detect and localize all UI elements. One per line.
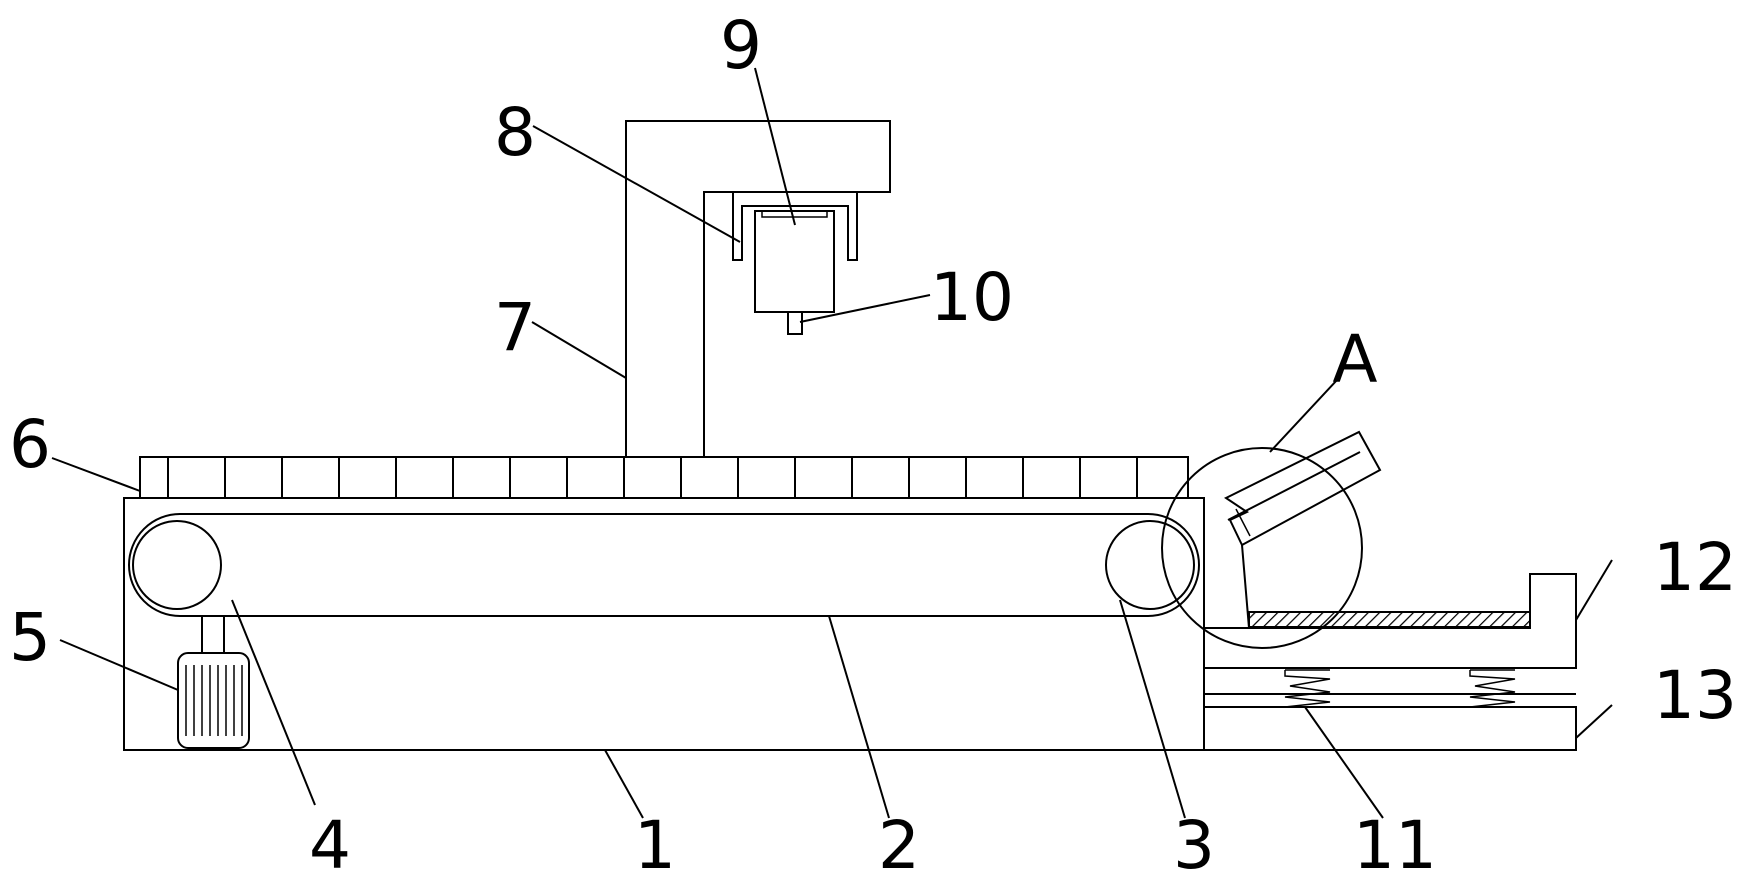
label-5: 5 <box>9 599 51 676</box>
driven-roller <box>1106 521 1194 609</box>
discharge-chute <box>1204 432 1380 628</box>
label-4: 4 <box>309 807 351 878</box>
springs <box>1204 670 1576 707</box>
label-9: 9 <box>720 7 762 84</box>
label-1: 1 <box>634 807 676 878</box>
drive-roller <box>133 521 221 609</box>
part-labels: 1 2 3 4 5 6 7 8 9 10 11 12 13 A <box>9 7 1737 878</box>
conveyor-belt <box>129 514 1199 616</box>
carrier-plates <box>140 457 1188 498</box>
label-8: 8 <box>494 94 536 171</box>
lens-nozzle <box>788 312 802 334</box>
gantry-column <box>626 121 890 457</box>
clamp-bracket <box>733 192 857 260</box>
base-plate <box>1204 707 1576 750</box>
label-13: 13 <box>1653 657 1737 734</box>
label-7: 7 <box>494 289 536 366</box>
frame-body <box>124 498 1204 750</box>
collecting-tray <box>1204 574 1576 668</box>
label-2: 2 <box>878 807 920 878</box>
label-3: 3 <box>1173 807 1215 878</box>
label-6: 6 <box>9 406 51 483</box>
label-12: 12 <box>1653 529 1737 606</box>
label-10: 10 <box>930 259 1014 336</box>
leader-lines <box>52 68 1612 818</box>
camera-unit <box>755 211 834 312</box>
motor <box>178 616 249 748</box>
label-11: 11 <box>1353 807 1437 878</box>
label-a: A <box>1332 321 1377 398</box>
